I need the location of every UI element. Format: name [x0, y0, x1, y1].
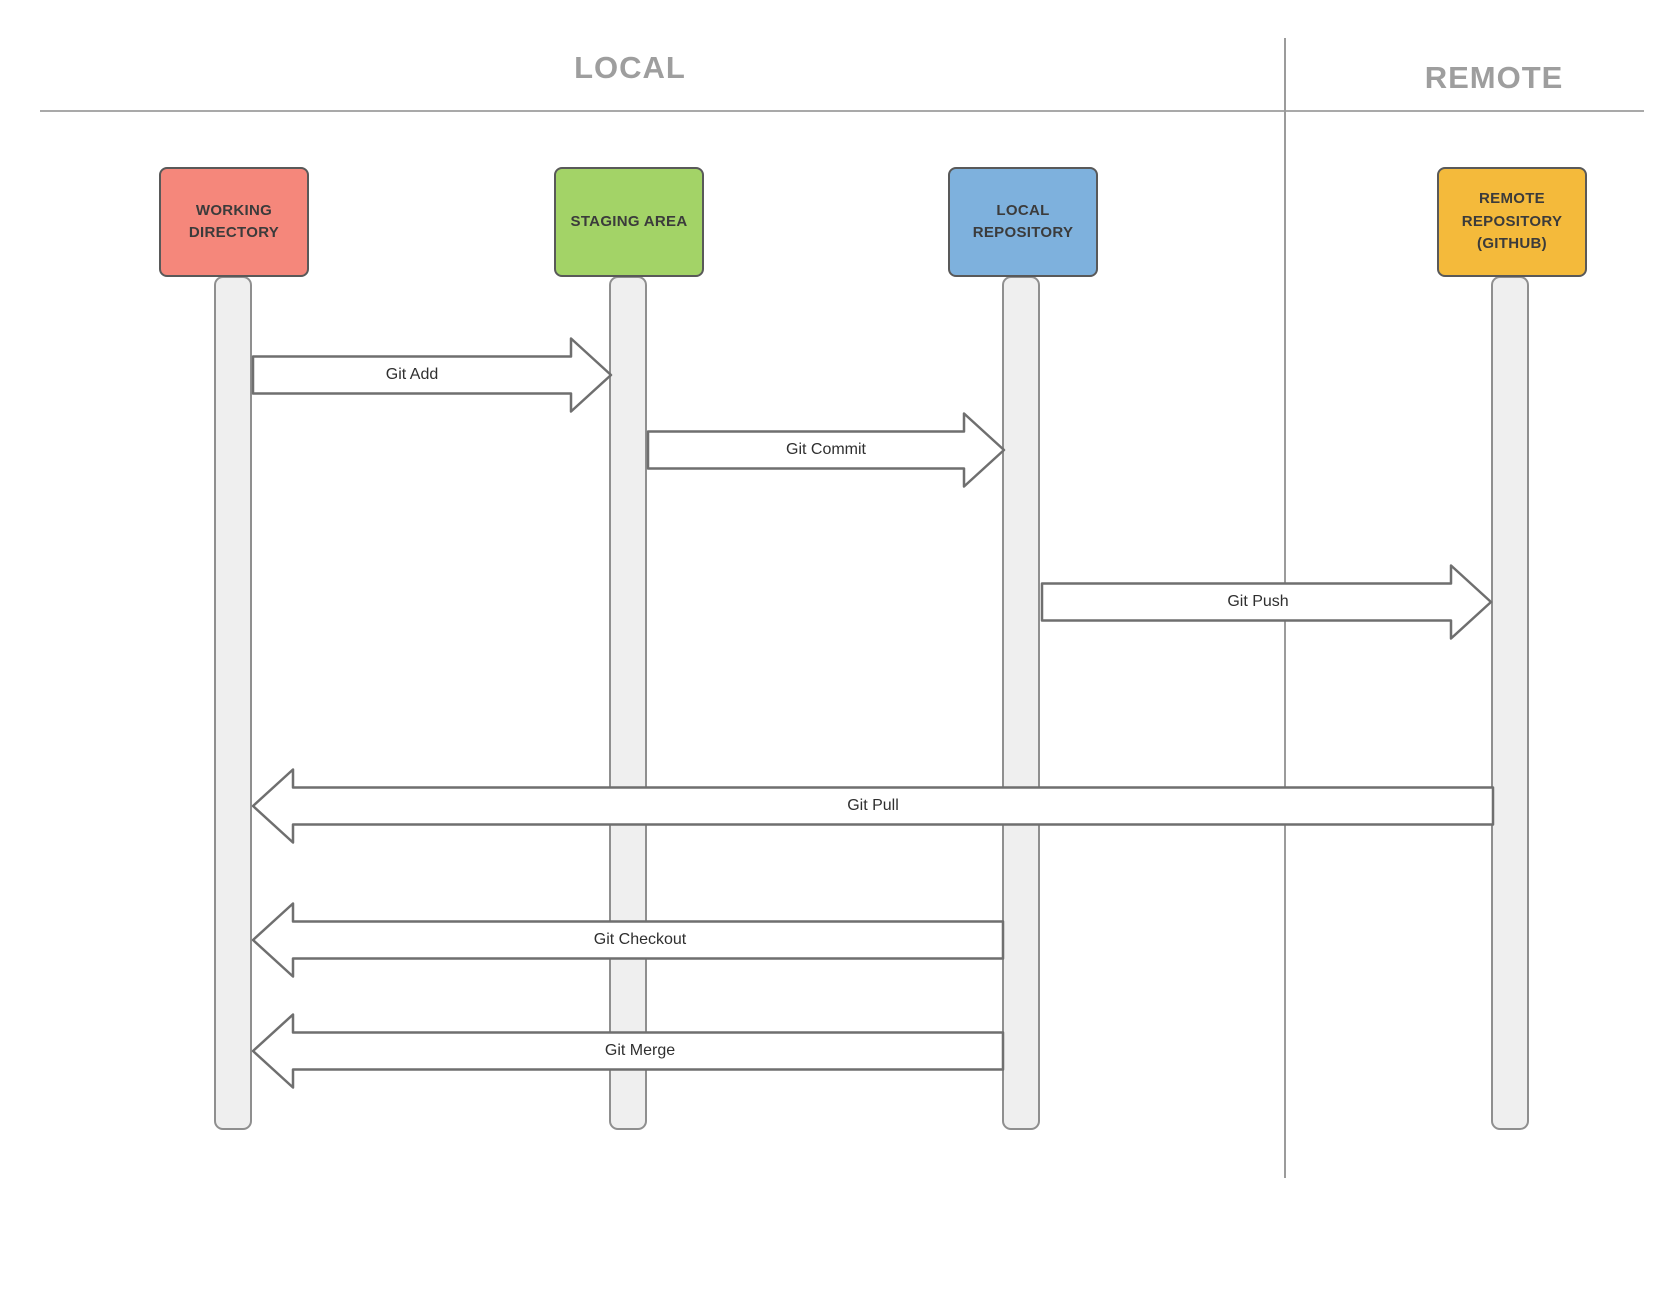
node-staging-area: STAGING AREA	[554, 167, 704, 277]
staging-area-lifeline	[609, 276, 647, 1130]
node-remote-repository: REMOTE REPOSITORY (GITHUB)	[1437, 167, 1587, 277]
node-staging-area-label: STAGING AREA	[570, 212, 688, 230]
working-directory-lifeline	[214, 276, 252, 1130]
remote-zone-header: REMOTE	[1424, 60, 1564, 95]
git-merge-arrow	[251, 1013, 1005, 1089]
remote-repository-lifeline	[1491, 276, 1529, 1130]
header-divider-line	[40, 110, 1644, 112]
git-commit-arrow	[646, 412, 1006, 488]
local-repository-lifeline	[1002, 276, 1040, 1130]
git-commit-label: Git Commit	[786, 441, 866, 458]
git-merge-label: Git Merge	[604, 1042, 676, 1059]
git-pull-label: Git Pull	[847, 797, 899, 814]
git-push-arrow	[1040, 564, 1493, 640]
git-push-label: Git Push	[1227, 593, 1289, 610]
git-checkout-label: Git Checkout	[593, 931, 687, 948]
node-local-repository-label: LOCAL REPOSITORY	[972, 201, 1074, 242]
git-add-label: Git Add	[385, 366, 439, 383]
node-remote-repository-label: REMOTE REPOSITORY (GITHUB)	[1461, 190, 1563, 253]
local-zone-header: LOCAL	[574, 50, 686, 85]
node-working-directory-label: WORKING DIRECTORY	[188, 201, 280, 242]
node-working-directory: WORKING DIRECTORY	[159, 167, 309, 277]
git-pull-arrow	[251, 768, 1495, 844]
git-add-arrow	[251, 337, 613, 413]
node-local-repository: LOCAL REPOSITORY	[948, 167, 1098, 277]
git-checkout-arrow	[251, 902, 1005, 978]
